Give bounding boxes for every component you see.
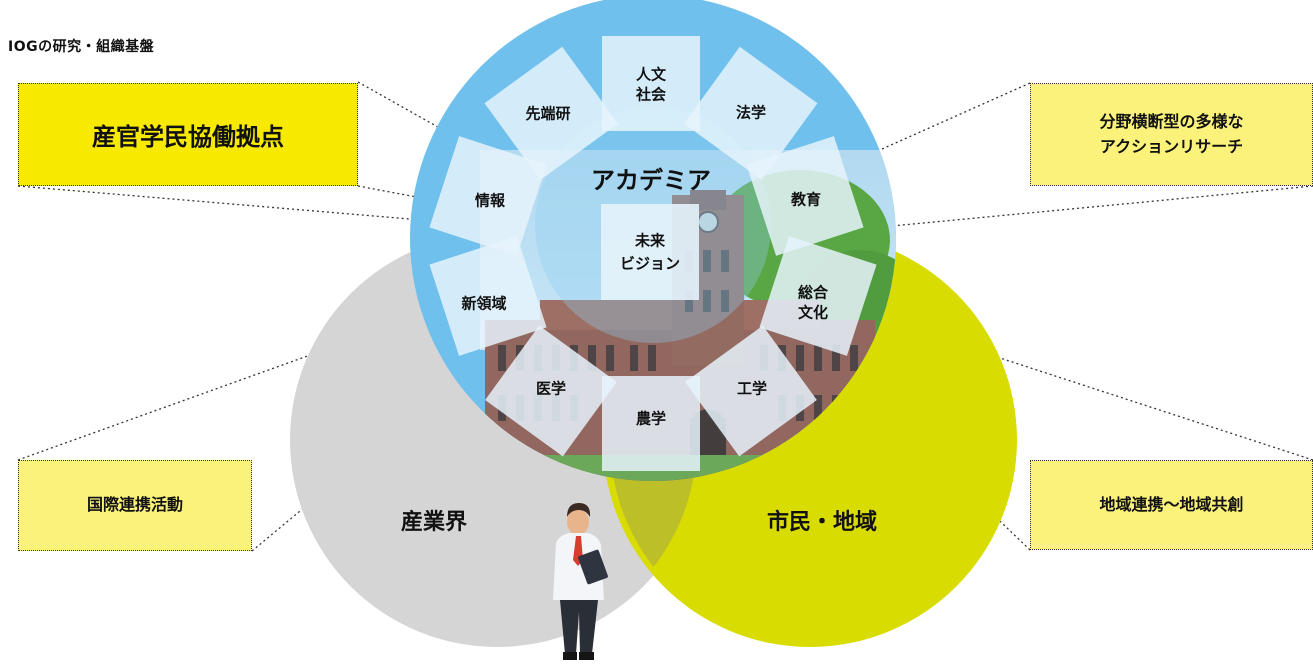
regional-callout: 地域連携～地域共創 (1030, 460, 1313, 550)
field-card-humanities (602, 36, 700, 131)
person-illustration (553, 503, 608, 660)
field-label-agriculture: 農学 (635, 409, 667, 428)
field-label-education: 教育 (790, 190, 822, 209)
field-card-law (683, 46, 818, 181)
field-label-engineering: 工学 (736, 379, 768, 398)
field-card-education (746, 136, 864, 256)
community-label: 市民・地域 (766, 510, 878, 535)
action-research-line2: アクションリサーチ (1099, 136, 1244, 156)
field-label-rcast: 先端研 (525, 104, 571, 123)
academia-label: アカデミア (591, 166, 711, 195)
field-card-frontier (429, 236, 547, 356)
field-label-medicine: 医学 (535, 379, 567, 398)
action-research-line1: 分野横断型の多様な (1099, 111, 1244, 131)
field-card-medicine (485, 325, 617, 457)
field-label-frontier: 新領域 (461, 294, 507, 313)
page-title: IOGの研究・組織基盤 (8, 39, 155, 55)
field-card-engineering (685, 325, 817, 457)
field-card-information (429, 136, 547, 256)
industry-label: 産業界 (400, 510, 468, 535)
core-card (601, 204, 699, 300)
international-callout: 国際連携活動 (18, 460, 252, 551)
core-vision-line2: ビジョン (619, 254, 681, 272)
field-label-information: 情報 (474, 191, 506, 210)
field-label-arts-sciences: 総合 文化 (797, 283, 829, 322)
field-label-humanities: 人文 社会 (635, 65, 667, 104)
field-label-law: 法学 (735, 103, 767, 122)
field-card-agriculture (602, 376, 700, 471)
collaboration-hub-callout: 産官学民協働拠点 (18, 83, 358, 186)
core-vision-line1: 未来 (634, 231, 666, 250)
field-cards (429, 36, 877, 471)
core-vision-label: 未来 ビジョン (620, 230, 680, 275)
field-card-arts-sciences (759, 236, 877, 356)
action-research-callout: 分野横断型の多様な アクションリサーチ (1030, 83, 1313, 186)
field-card-rcast (484, 46, 619, 181)
